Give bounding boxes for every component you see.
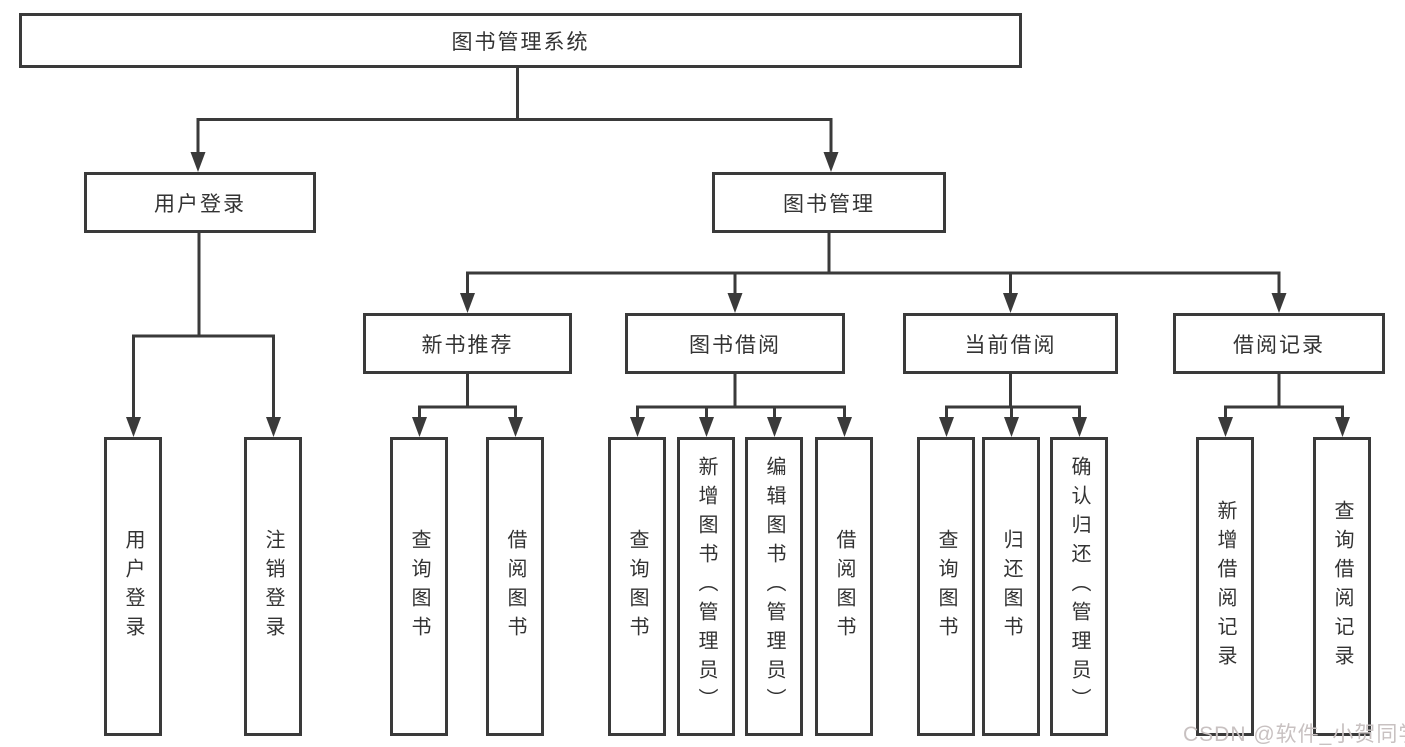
leaf-current-return-books: 归还图书 — [982, 437, 1040, 736]
leaf-logout: 注销登录 — [244, 437, 302, 736]
leaf-logout-label: 注销登录 — [262, 528, 284, 645]
leaf-borrow-borrow-books-label: 借阅图书 — [833, 528, 855, 645]
leaf-records-add-record-label: 新增借阅记录 — [1214, 499, 1236, 674]
node-library-management-system: 图书管理系统 — [19, 13, 1022, 68]
node-current-borrow: 当前借阅 — [903, 313, 1118, 374]
leaf-newbook-query-books: 查询图书 — [390, 437, 448, 736]
leaf-newbook-borrow-books: 借阅图书 — [486, 437, 544, 736]
leaf-current-return-books-label: 归还图书 — [1000, 528, 1022, 645]
leaf-records-query-record: 查询借阅记录 — [1313, 437, 1371, 736]
node-book-borrow: 图书借阅 — [625, 313, 845, 374]
leaf-user-login: 用户登录 — [104, 437, 162, 736]
leaf-records-query-record-label: 查询借阅记录 — [1331, 499, 1353, 674]
leaf-newbook-borrow-books-label: 借阅图书 — [504, 528, 526, 645]
leaf-borrow-edit-books-admin-label: 编辑图书（管理员） — [763, 456, 785, 717]
csdn-watermark: CSDN @软件_小贺同学 — [1183, 723, 1405, 746]
node-new-book-recommend: 新书推荐 — [363, 313, 572, 374]
node-user-login: 用户登录 — [84, 172, 316, 233]
leaf-current-confirm-return-admin-label: 确认归还（管理员） — [1068, 456, 1090, 717]
leaf-borrow-add-books-admin-label: 新增图书（管理员） — [695, 456, 717, 717]
node-borrow-records: 借阅记录 — [1173, 313, 1385, 374]
leaf-borrow-borrow-books: 借阅图书 — [815, 437, 873, 736]
leaf-current-confirm-return-admin: 确认归还（管理员） — [1050, 437, 1108, 736]
leaf-borrow-query-books: 查询图书 — [608, 437, 666, 736]
leaf-newbook-query-books-label: 查询图书 — [408, 528, 430, 645]
leaf-borrow-edit-books-admin: 编辑图书（管理员） — [745, 437, 803, 736]
leaf-current-query-books-label: 查询图书 — [935, 528, 957, 645]
leaf-user-login-label: 用户登录 — [122, 528, 144, 645]
leaf-current-query-books: 查询图书 — [917, 437, 975, 736]
node-book-management: 图书管理 — [712, 172, 946, 233]
leaf-borrow-query-books-label: 查询图书 — [626, 528, 648, 645]
leaf-borrow-add-books-admin: 新增图书（管理员） — [677, 437, 735, 736]
leaf-records-add-record: 新增借阅记录 — [1196, 437, 1254, 736]
